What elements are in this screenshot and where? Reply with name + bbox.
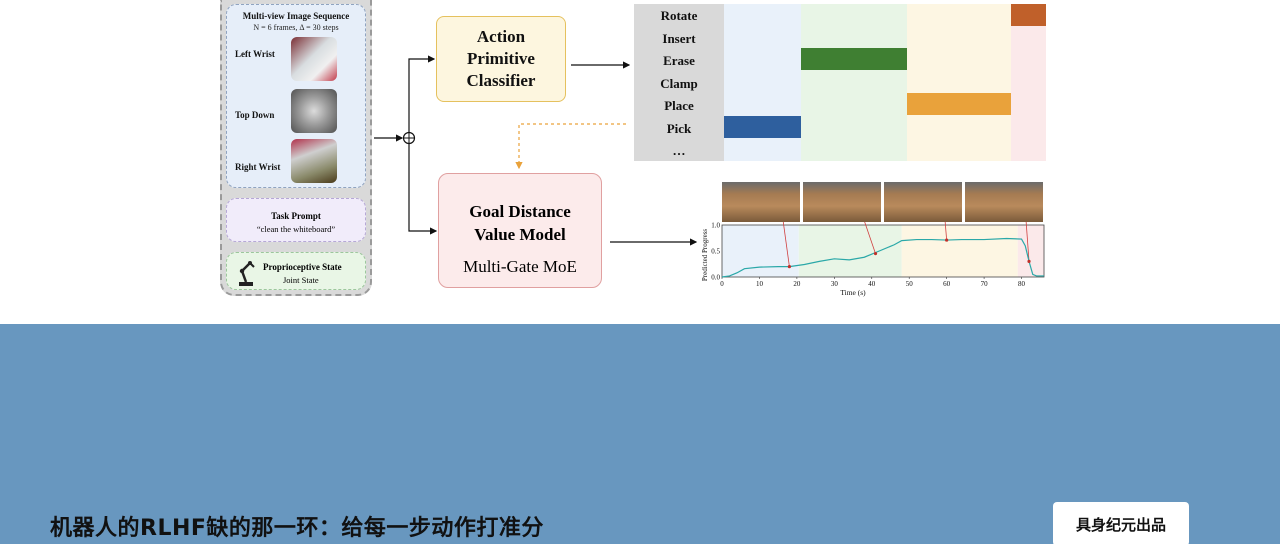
view-label-top-down: Top Down bbox=[235, 110, 275, 120]
action-label-place: Place bbox=[664, 98, 694, 113]
plot-frame bbox=[721, 224, 1045, 278]
place-segment-bar bbox=[907, 93, 1011, 115]
task-prompt-box: Task Prompt “clean the whiteboard” bbox=[226, 198, 366, 242]
y-tick-label-0.5: 0.5 bbox=[711, 248, 720, 256]
y-tick-label-1: 1.0 bbox=[711, 222, 720, 230]
phase-region-0 bbox=[722, 225, 799, 277]
publisher-badge[interactable]: 具身纪元出品 bbox=[1053, 502, 1189, 546]
phase-region-1 bbox=[798, 225, 902, 277]
proprioceptive-box: Proprioceptive State Joint State bbox=[226, 252, 366, 290]
connector-arrows bbox=[374, 55, 698, 246]
left-wrist-image bbox=[291, 37, 337, 81]
action-timeline: Rotate Insert Erase Clamp Place Pick … bbox=[634, 4, 1046, 161]
action-label-pick: Pick bbox=[666, 121, 692, 136]
phase-band-place bbox=[907, 4, 1011, 161]
progress-marker-0 bbox=[787, 265, 791, 269]
classifier-line-2: Primitive bbox=[467, 49, 535, 68]
progress-marker-2 bbox=[945, 238, 949, 242]
view-label-left-wrist: Left Wrist bbox=[235, 49, 275, 59]
value-model-line-1: Goal Distance bbox=[469, 202, 571, 221]
phase-band-erase bbox=[801, 4, 907, 161]
progress-marker-1 bbox=[873, 252, 878, 256]
marker-connector-1 bbox=[864, 222, 876, 254]
rotate-segment-bar bbox=[1011, 4, 1046, 26]
image-sequence-box: Multi-view Image Sequence N = 6 frames, … bbox=[226, 4, 366, 188]
image-sequence-title: Multi-view Image Sequence bbox=[242, 11, 350, 21]
progress-frame-4 bbox=[965, 182, 1043, 222]
marker-connector-2 bbox=[944, 222, 948, 241]
x-tick-label-30: 30 bbox=[831, 280, 839, 288]
x-tick-label-70: 70 bbox=[981, 280, 989, 288]
right-wrist-image bbox=[291, 139, 337, 183]
y-axis-label: Predicted Progress bbox=[701, 229, 709, 282]
view-label-right-wrist: Right Wrist bbox=[235, 162, 281, 172]
input-panel: Multi-view Image Sequence N = 6 frames, … bbox=[220, 0, 372, 296]
x-tick-label-20: 20 bbox=[793, 280, 801, 288]
action-label-insert: Insert bbox=[662, 31, 696, 46]
image-sequence-subtitle: N = 6 frames, Δ = 30 steps bbox=[253, 23, 339, 32]
progress-frames bbox=[722, 182, 1044, 222]
task-prompt-title: Task Prompt bbox=[271, 211, 321, 221]
article-banner: 机器人的RLHF缺的那一环：给每一步动作打准分 具身纪元出品 bbox=[0, 324, 1280, 546]
action-label-rotate: Rotate bbox=[660, 8, 698, 23]
method-figure: Multi-view Image Sequence N = 6 frames, … bbox=[220, 0, 1046, 297]
pick-segment-bar bbox=[724, 116, 801, 138]
progress-frame-1 bbox=[722, 182, 800, 222]
progress-frame-2 bbox=[803, 182, 881, 222]
y-tick-label-0: 0.0 bbox=[711, 274, 720, 282]
proprioceptive-value: Joint State bbox=[283, 275, 319, 285]
marker-connector-0 bbox=[782, 222, 790, 267]
marker-connector-3 bbox=[1025, 222, 1030, 262]
robot-arm-icon bbox=[239, 261, 255, 286]
article-title: 机器人的RLHF缺的那一环：给每一步动作打准分 bbox=[50, 516, 544, 541]
classifier-line-3: Classifier bbox=[466, 71, 536, 90]
task-prompt-value: “clean the whiteboard” bbox=[256, 224, 336, 234]
progress-frame-3 bbox=[884, 182, 962, 222]
value-model-line-3: Multi-Gate MoE bbox=[463, 257, 577, 276]
classifier-line-1: Action bbox=[476, 27, 526, 46]
goal-distance-value-model-box: Goal Distance Value Model Multi-Gate MoE bbox=[438, 173, 602, 288]
phase-band-rotate bbox=[1011, 4, 1046, 161]
action-label-clamp: Clamp bbox=[660, 76, 698, 91]
progress-line bbox=[721, 237, 1044, 278]
x-tick-label-40: 40 bbox=[868, 280, 876, 288]
action-label-erase: Erase bbox=[663, 53, 695, 68]
action-primitive-classifier-box: Action Primitive Classifier bbox=[436, 16, 566, 102]
x-tick-label-80: 80 bbox=[1018, 280, 1026, 288]
proprioceptive-title: Proprioceptive State bbox=[263, 262, 342, 272]
x-tick-label-60: 60 bbox=[943, 280, 951, 288]
progress-marker-3 bbox=[1027, 259, 1031, 263]
phase-region-2 bbox=[901, 225, 1018, 277]
action-label-more: … bbox=[672, 143, 686, 158]
x-axis-label: Time (s) bbox=[840, 288, 866, 297]
top-down-image bbox=[291, 89, 337, 133]
erase-segment-bar bbox=[801, 48, 907, 70]
value-model-line-2: Value Model bbox=[474, 225, 566, 244]
x-tick-label-0: 0 bbox=[720, 280, 724, 288]
x-tick-label-50: 50 bbox=[906, 280, 914, 288]
action-labels-column: Rotate Insert Erase Clamp Place Pick … bbox=[634, 4, 724, 161]
x-tick-label-10: 10 bbox=[756, 280, 764, 288]
